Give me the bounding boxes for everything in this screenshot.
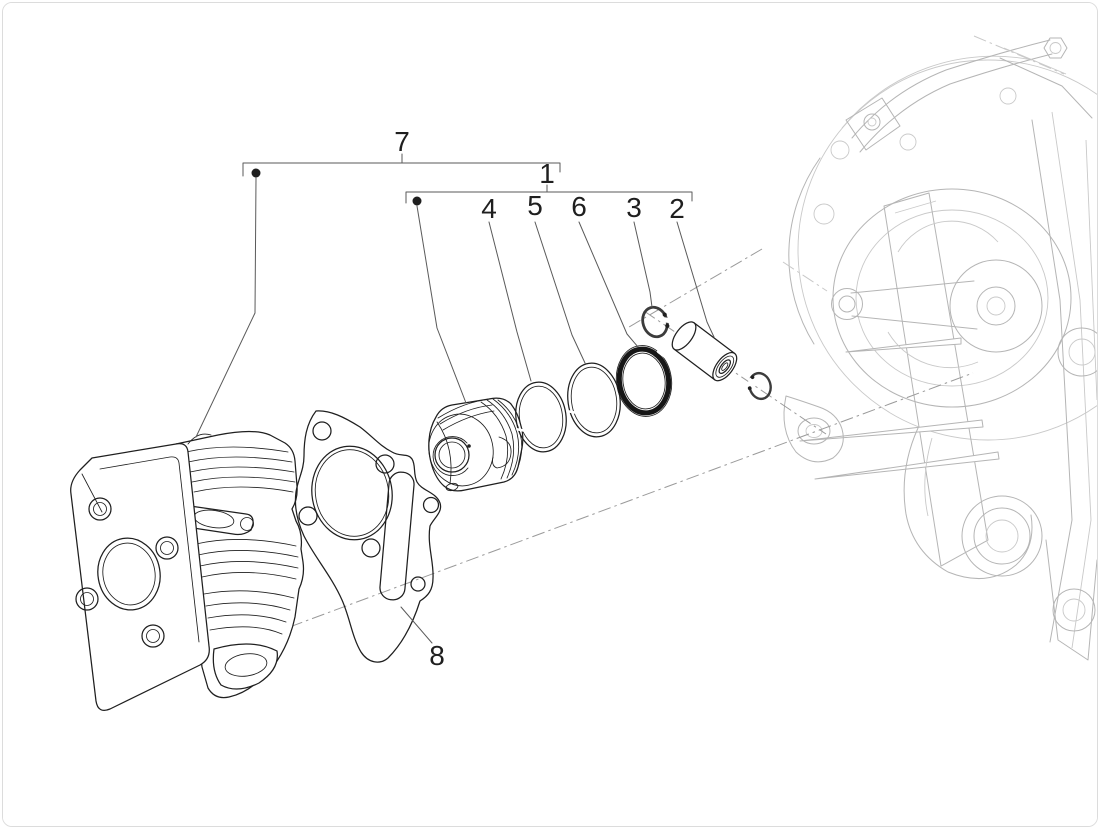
piston-body bbox=[428, 397, 524, 492]
part-circlip-front bbox=[641, 305, 674, 339]
cooling-fins-middle bbox=[195, 539, 299, 580]
background bbox=[3, 3, 1097, 826]
part-circlip-rear bbox=[747, 371, 772, 401]
part-wrist-pin bbox=[671, 321, 738, 382]
part-base-gasket bbox=[294, 410, 442, 663]
leader-8 bbox=[400, 606, 433, 644]
callout-label-3: 3 bbox=[626, 192, 642, 223]
leader-6 bbox=[578, 221, 639, 348]
stud-holes bbox=[75, 497, 179, 648]
part-ring-top bbox=[515, 381, 567, 453]
callout-label-7: 7 bbox=[394, 126, 410, 157]
bracket-1 bbox=[405, 191, 693, 204]
engine-crankcase-faded bbox=[782, 35, 1097, 661]
cylinder-axis-centerline bbox=[267, 372, 974, 636]
gasket-slot bbox=[379, 471, 415, 601]
piston-skirt-edge bbox=[428, 413, 494, 487]
leader-5 bbox=[534, 221, 586, 364]
cylinder-gasket-face bbox=[70, 443, 210, 711]
cooling-fins-upper bbox=[185, 446, 296, 493]
leader-3 bbox=[633, 221, 653, 308]
bracket-1-dot bbox=[412, 196, 422, 206]
piston-crown-grooves bbox=[437, 398, 523, 480]
pin-end-face bbox=[712, 351, 738, 382]
callout-label-1: 1 bbox=[539, 158, 555, 189]
leader-2 bbox=[676, 221, 715, 338]
callout-label-6: 6 bbox=[571, 191, 587, 222]
cylinder-spigot bbox=[212, 643, 278, 690]
gasket-outline bbox=[294, 410, 442, 663]
exploded-diagram-canvas: 7 1 4 5 6 3 2 8 bbox=[3, 3, 1097, 826]
leader-7 bbox=[195, 177, 257, 438]
callout-label-2: 2 bbox=[669, 193, 685, 224]
hex-bolt bbox=[1043, 37, 1068, 59]
mount-boss bbox=[961, 495, 1043, 577]
part-ring-oil bbox=[615, 345, 673, 417]
part-piston bbox=[428, 397, 524, 492]
leader-1 bbox=[416, 205, 467, 404]
gasket-bore bbox=[311, 445, 393, 541]
callout-label-4: 4 bbox=[481, 193, 497, 224]
piston-pin-boss bbox=[432, 436, 471, 477]
centerlines bbox=[267, 248, 974, 636]
connecting-rod bbox=[850, 280, 975, 294]
leader-4 bbox=[488, 221, 532, 382]
cooling-fins-lower bbox=[203, 590, 295, 635]
pin-axis-centerline bbox=[643, 310, 827, 435]
cylinder-stud bbox=[845, 337, 962, 353]
callout-label-5: 5 bbox=[527, 190, 543, 221]
callouts: 7 1 4 5 6 3 2 8 bbox=[195, 126, 715, 671]
circlip-centerline bbox=[628, 248, 763, 328]
bracket-7-dot bbox=[251, 168, 261, 178]
gasket-bolt-holes bbox=[298, 421, 440, 592]
cylinder-bore bbox=[97, 537, 161, 611]
part-cylinder bbox=[70, 430, 305, 711]
cylinder-stud bbox=[799, 419, 984, 442]
callout-label-8: 8 bbox=[429, 640, 445, 671]
